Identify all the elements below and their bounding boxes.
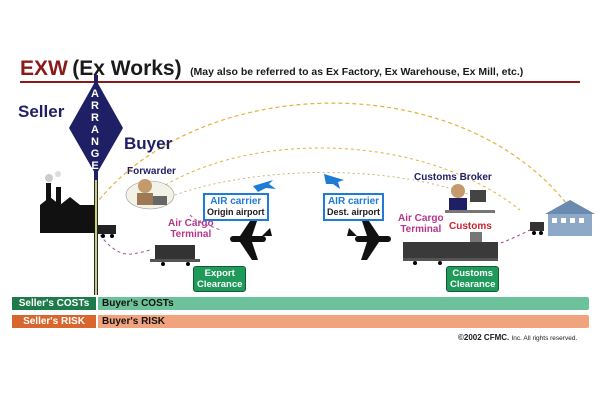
dest-carrier-sub: Dest. airport	[327, 207, 381, 217]
copyright-main: ©2002 CFMC.	[458, 333, 510, 342]
customs-clearance-box: Customs Clearance	[446, 266, 500, 292]
origin-carrier-title: AIR carrier	[210, 196, 262, 207]
arrange-letter: A	[91, 124, 99, 136]
arrange-letter: E	[91, 160, 99, 172]
origin-carrier-sub: Origin airport	[207, 207, 265, 217]
customs-clearance-line1: Customs	[452, 268, 494, 279]
copyright-rest: Inc. All rights reserved.	[511, 335, 578, 342]
title-note: (May also be referred to as Ex Factory, …	[190, 66, 524, 78]
warehouse-icon	[530, 200, 595, 236]
route-factory-terminal	[99, 234, 151, 255]
costs-divider	[96, 297, 98, 310]
dest-terminal-label-line1: Air Cargo	[398, 213, 444, 224]
route-forwarder-broker	[174, 172, 471, 196]
arrange-letter: G	[90, 148, 100, 160]
copyright-notice: ©2002 CFMC. Inc. All rights reserved.	[458, 333, 577, 342]
signpost-pole-stripe	[95, 180, 97, 295]
route-terminal-plane	[189, 214, 221, 231]
origin-carrier-box: AIR carrier Origin airport	[203, 193, 269, 221]
risk-divider	[96, 315, 98, 328]
arrange-letter: N	[91, 136, 99, 148]
origin-terminal-label: Air Cargo Terminal	[168, 218, 214, 240]
arrange-diamond	[69, 80, 123, 175]
arrange-letter: A	[91, 88, 99, 100]
buyer-label: Buyer	[124, 134, 173, 153]
dest-carrier-title: AIR carrier	[327, 196, 380, 207]
customs-broker-person-icon	[445, 184, 495, 213]
origin-terminal-label-line2: Terminal	[170, 229, 212, 240]
route-arc-outer	[94, 102, 576, 216]
title-name: (Ex Works)	[72, 57, 182, 80]
dest-terminal-label: Air Cargo Terminal	[398, 213, 444, 235]
inflight-plane-right-icon	[324, 174, 344, 189]
dest-airplane-icon	[347, 218, 391, 260]
customs-broker-label: Customs Broker	[414, 172, 492, 183]
title-abbreviation: EXW	[20, 57, 68, 80]
forwarder-person-icon	[125, 179, 175, 210]
dest-carrier-box: AIR carrier Dest. airport	[323, 193, 385, 221]
risk-bar: Seller's RISK Buyer's RISK	[12, 315, 589, 328]
forwarder-label: Forwarder	[127, 166, 176, 177]
dest-terminal-icon	[403, 232, 498, 265]
origin-airplane-icon	[230, 218, 272, 260]
export-clearance-line1: Export	[204, 268, 235, 279]
customs-broker-label-part2: Broker	[459, 172, 492, 183]
buyer-costs-segment: Buyer's COSTs	[102, 298, 174, 309]
customs-broker-label-part1: Customs	[414, 172, 457, 183]
factory-icon	[40, 171, 116, 238]
customs-clearance-line2: Clearance	[450, 279, 496, 290]
export-clearance-line2: Clearance	[197, 279, 243, 290]
page-title: EXW (Ex Works) (May also be referred to …	[20, 57, 523, 81]
seller-costs-segment: Seller's COSTs	[12, 297, 96, 310]
costs-bar: Seller's COSTs Buyer's COSTs	[12, 297, 589, 310]
title-rule	[20, 81, 580, 83]
buyer-risk-segment: Buyer's RISK	[102, 316, 165, 327]
arrange-letter: R	[91, 112, 99, 124]
seller-risk-segment: Seller's RISK	[12, 315, 96, 328]
seller-label: Seller	[18, 102, 65, 121]
dest-terminal-label-line2: Terminal	[400, 224, 442, 235]
origin-terminal-label-line1: Air Cargo	[168, 218, 214, 229]
inflight-plane-left-icon	[253, 180, 276, 192]
origin-terminal-icon	[150, 245, 200, 266]
export-clearance-box: Export Clearance	[193, 266, 247, 292]
arrange-letter: R	[91, 100, 99, 112]
customs-label: Customs	[449, 221, 492, 232]
